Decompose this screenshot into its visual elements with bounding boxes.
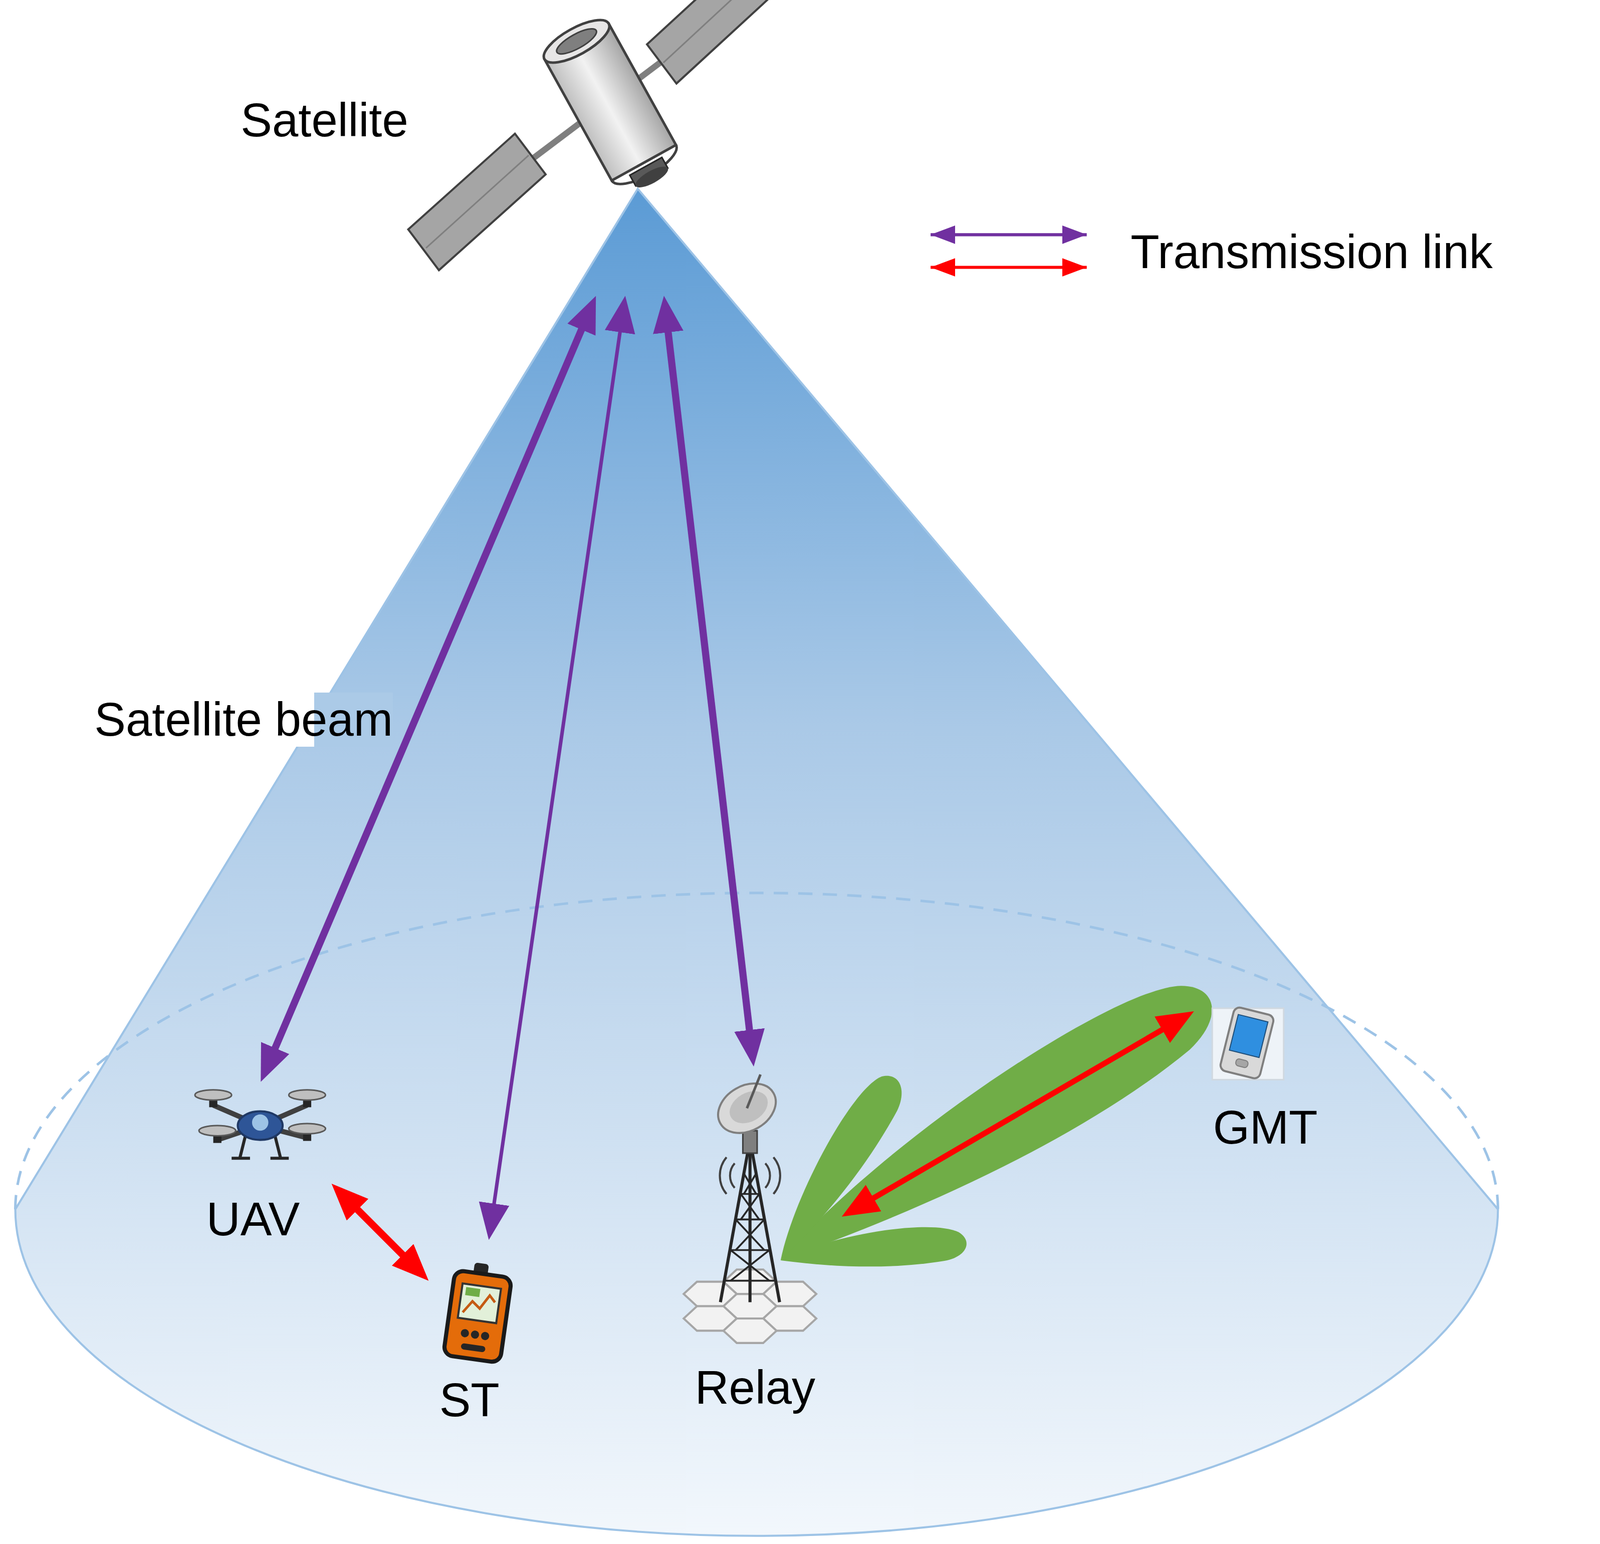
uav-icon [194,1089,326,1159]
device-node: UAV [188,1081,332,1256]
device-label: UAV [206,1192,300,1247]
device-label: Relay [695,1360,816,1415]
device-node: Relay [657,1066,842,1424]
legend-samples [930,234,1087,268]
device-label: GMT [1213,1100,1318,1155]
gmt-phone-icon [1212,1006,1284,1080]
st-terminal-icon [443,1259,514,1363]
legend-text: Transmission link [1130,224,1493,280]
device-label: Satellite [240,93,408,148]
device-node: GMT [1194,984,1337,1163]
legend-red-arrow [930,265,1087,269]
device-label: ST [439,1373,500,1428]
relay-beam-lobes [755,961,1232,1292]
device-node: Satellite [219,0,725,297]
transmission-link [490,306,624,1230]
device-node: ST [428,1239,521,1436]
transmission-link [264,305,592,1073]
satellite-beam [15,188,1499,1536]
beam-footprint-rim [15,892,1499,1210]
relay-station-icon [683,1073,817,1343]
transmission-link [664,306,753,1057]
beam-label: Satellite beam [94,692,393,747]
transmission-link [338,1191,422,1274]
transmission-link [850,1016,1186,1212]
legend-purple-arrow [930,233,1087,237]
satellite-icon [398,0,780,271]
